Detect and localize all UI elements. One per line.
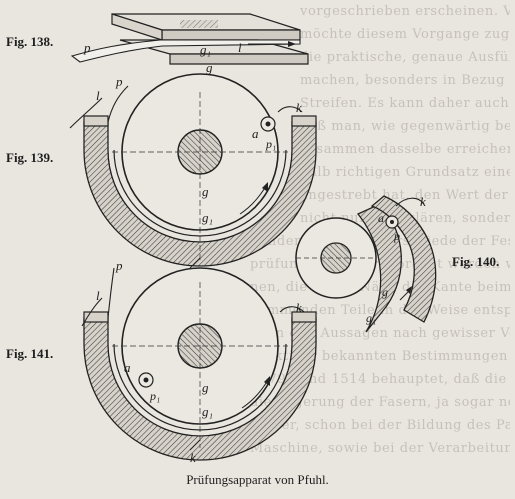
background-text-line: möchte diesem Vorgange zugestimmt werden… [300, 27, 510, 42]
background-text-line: die praktische, genaue Ausführung einige… [300, 50, 510, 65]
fig141-label: Fig. 141. [6, 346, 54, 361]
label-p: p [393, 229, 400, 243]
background-text-line: angestrebt hat, den Wert der Zugfestigke… [300, 188, 510, 203]
background-text-line: zusammen dasselbe erreichen könnte, wenn… [300, 142, 510, 157]
label-k: k [190, 450, 196, 465]
fig138-label: Fig. 138. [6, 34, 54, 49]
fig139-label: Fig. 139. [6, 150, 54, 165]
label-g: g [202, 184, 209, 199]
label-g1: g₁ [200, 42, 211, 57]
label-p: p [115, 74, 123, 89]
fig140-drawing: a p k g g₁ [295, 194, 437, 333]
label-k: k [296, 100, 302, 115]
label-p: p [83, 40, 91, 55]
background-text-line: daß man, wie gegenwärtig bei den meisten… [300, 119, 510, 134]
label-l: l [96, 288, 100, 303]
label-g: g [382, 285, 388, 299]
label-k: k [296, 300, 302, 315]
label-g1: g₁ [202, 404, 213, 419]
label-l: l [238, 40, 242, 55]
background-text-line: machen, besonders in Bezug auf die Einsp… [300, 73, 510, 88]
fig141-drawing: p l a p₁ k g g₁ k [81, 258, 317, 465]
fig138-drawing: p g₁ l g [70, 13, 309, 75]
label-g1: g₁ [202, 210, 213, 225]
label-g: g [206, 60, 213, 75]
background-text-line: halb richtigen Grundsatz einer Bildung d… [300, 165, 510, 180]
background-text-line: S. 794 und 1514 behauptet, daß die Bruch… [250, 372, 510, 387]
label-p: p [115, 258, 123, 273]
background-text-line: Maschine, sowie bei der Verarbeitung [250, 441, 510, 456]
label-p1: p₁ [149, 389, 160, 403]
label-a: a [378, 211, 384, 225]
background-text-line: vorgeschrieben erscheinen. Vom wissensch… [300, 4, 510, 19]
label-k: k [420, 194, 426, 209]
label-g: g [202, 380, 209, 395]
fig139-drawing: p l a p₁ k g g₁ k [69, 73, 317, 283]
background-text-line: besser, schon bei der Bildung des Papier… [250, 418, 510, 433]
label-p1: p₁ [265, 137, 276, 151]
label-a: a [252, 126, 259, 141]
background-text-line: die Lagerung der Fasern, ja sogar noch [250, 395, 510, 410]
background-text-line: Streifen. Es kann daher auch nicht verla… [300, 96, 510, 111]
fig140-label: Fig. 140. [452, 254, 500, 269]
figure-caption: Prüfungsapparat von Pfuhl. [186, 472, 329, 487]
label-a: a [124, 360, 131, 375]
label-g1: g₁ [366, 311, 376, 325]
label-l: l [96, 88, 100, 103]
